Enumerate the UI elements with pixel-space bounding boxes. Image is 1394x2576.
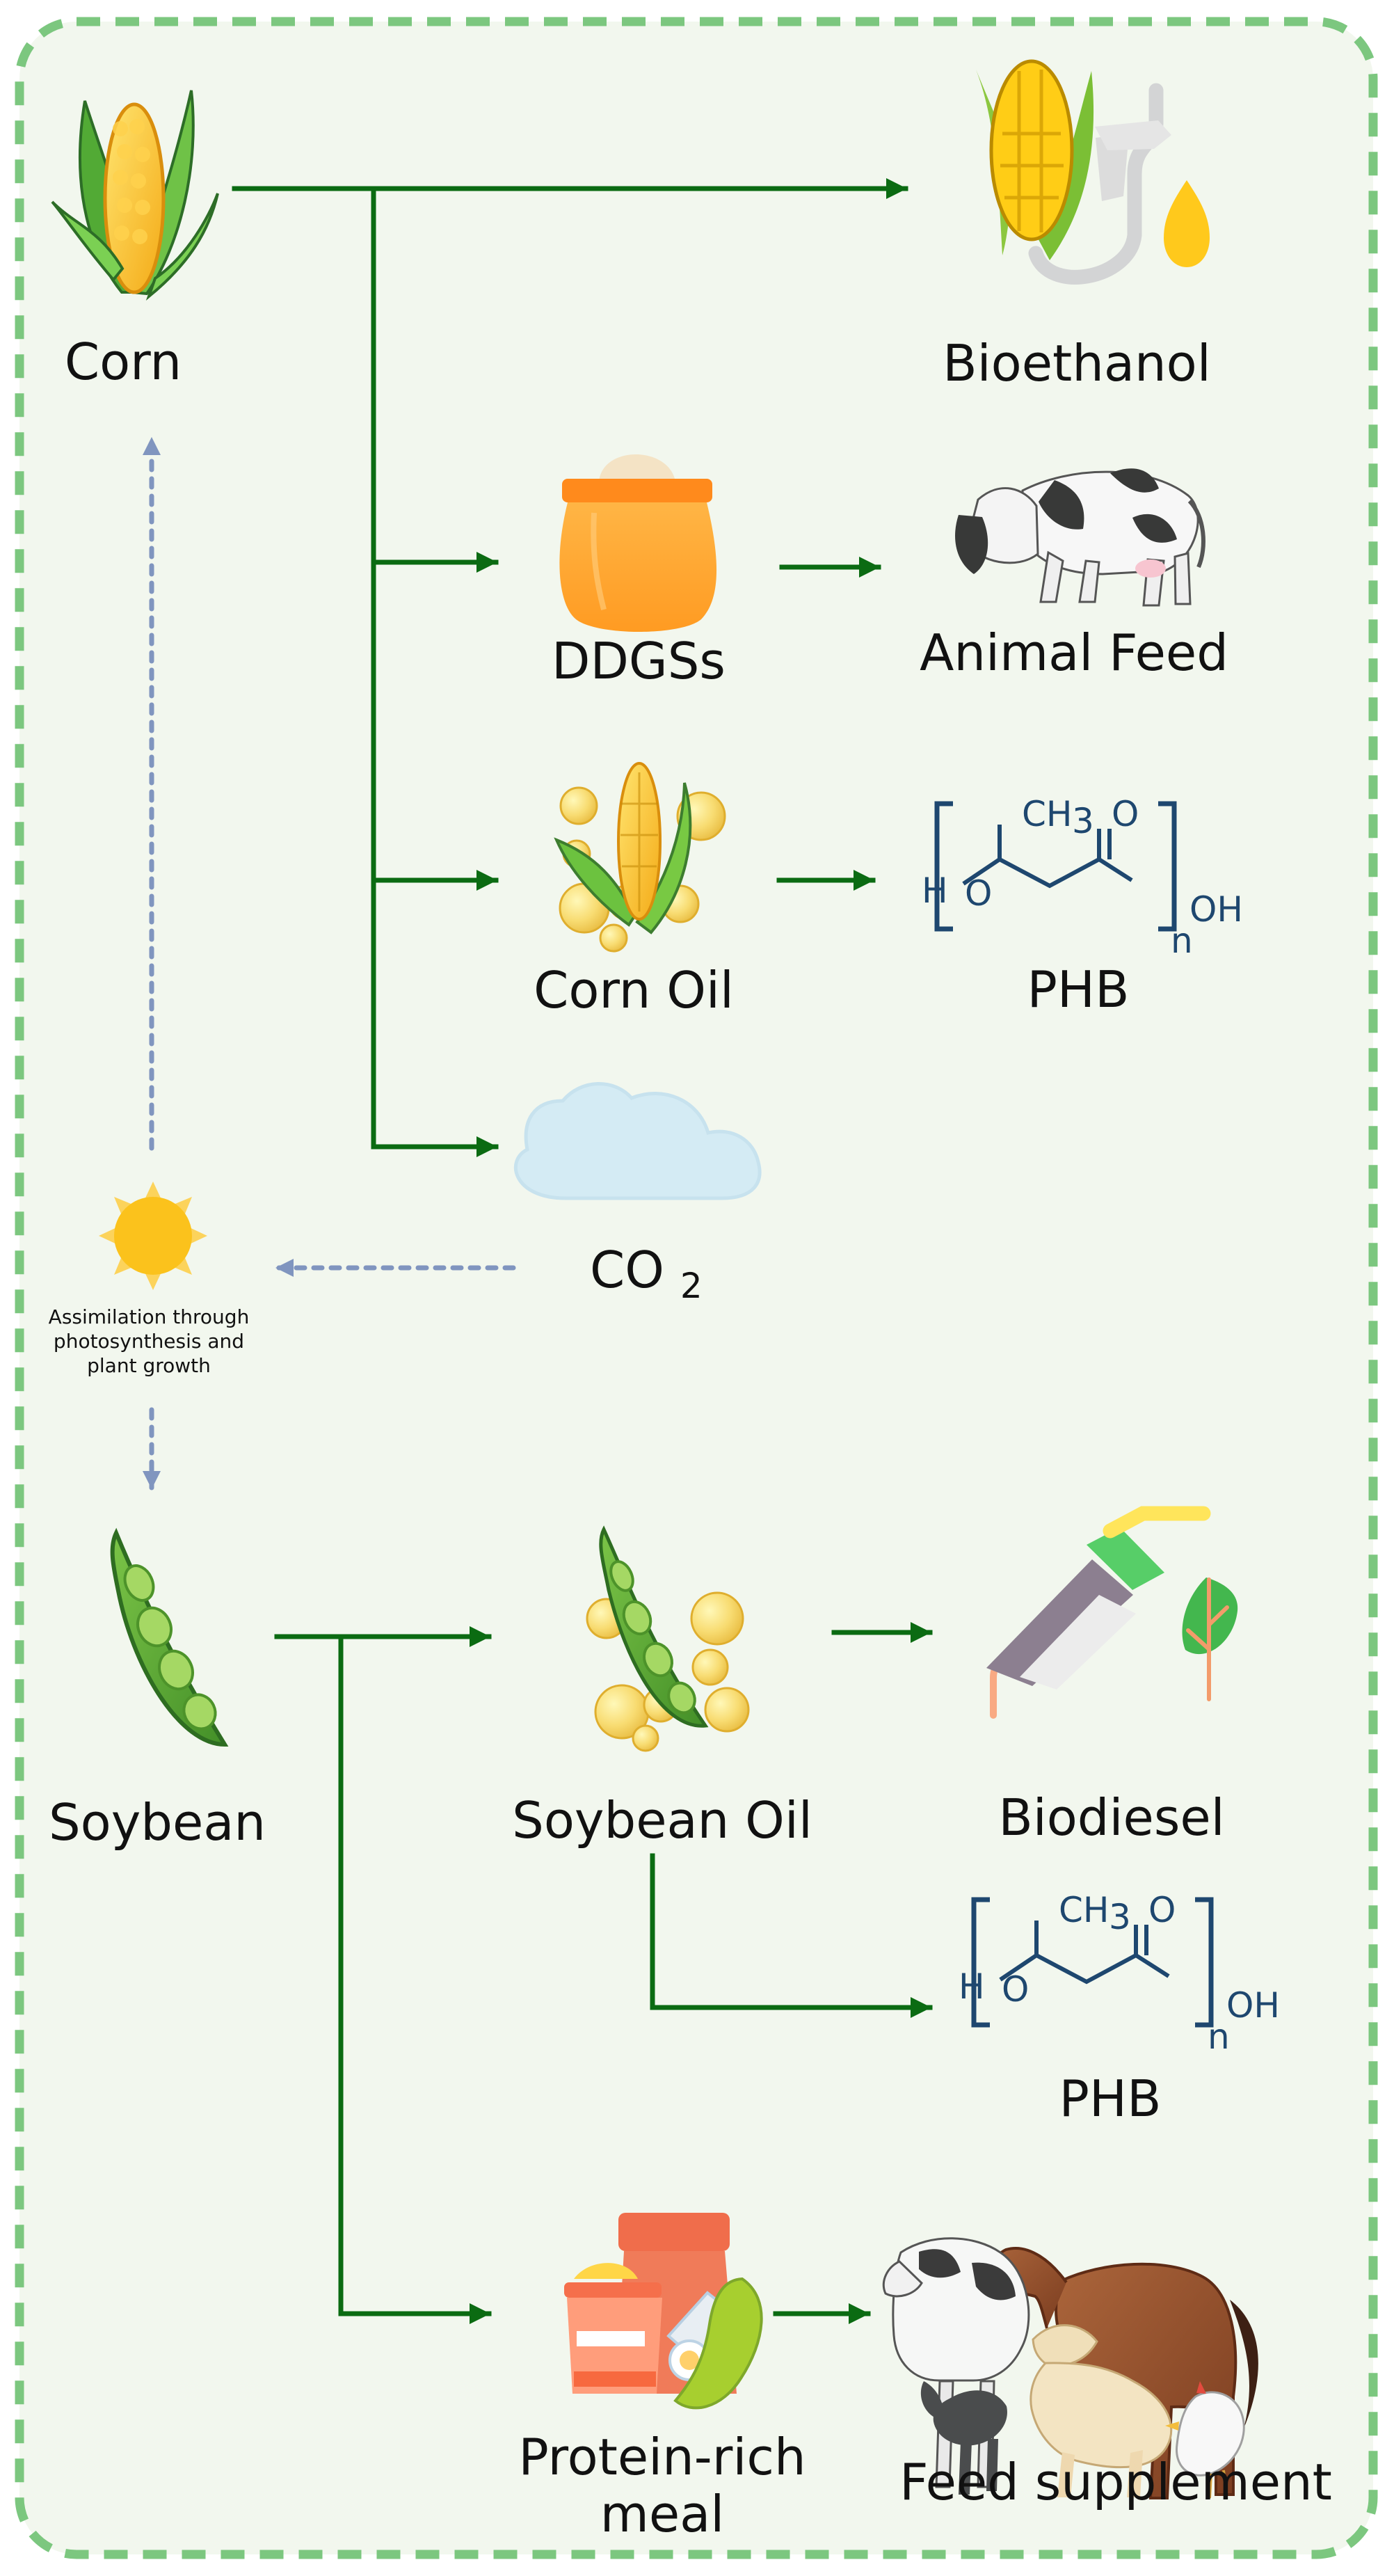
biodiesel-label: Biodiesel: [998, 1788, 1224, 1847]
phb-polymer-structure-icon: H O CH 3 O n OH: [959, 1890, 1280, 2057]
corn-oil-label: Corn Oil: [534, 961, 734, 1019]
soybean-oil-droplets-icon: [586, 1525, 750, 1752]
phb-bottom-h-label: H: [959, 1966, 985, 2007]
phb-bottom-carbonyl-o-label: O: [1148, 1890, 1176, 1930]
corn-icon: [51, 90, 219, 301]
biodiesel-pump-leaf-icon: [986, 1506, 1238, 1719]
phb-bottom-ch-label: CH: [1059, 1890, 1109, 1930]
cloud-icon: [514, 1082, 762, 1200]
feed-supplement-label: Feed supplement: [899, 2453, 1332, 2511]
soybean-oil-label: Soybean Oil: [512, 1791, 812, 1850]
protein-meal-bag-icon: [564, 2213, 763, 2410]
phb-bottom-n-label: n: [1208, 2017, 1230, 2057]
sun-icon: [99, 1182, 207, 1290]
phb-top-ch-label: CH: [1022, 794, 1073, 834]
grain-sack-icon: [559, 454, 717, 632]
phb-top-subscript-three: 3: [1072, 801, 1094, 841]
phb-bottom-o-label: O: [1002, 1969, 1029, 2010]
phb-top-oh-label: OH: [1189, 889, 1243, 930]
protein-rich-meal-label-line-1: Protein-rich: [518, 2428, 806, 2486]
assimilation-caption-line-3: plant growth: [87, 1354, 211, 1377]
ddgss-label: DDGSs: [552, 632, 726, 690]
soybean-oil-to-phb-arrow: [650, 1853, 933, 2018]
co2-label: CO 2: [590, 1241, 703, 1306]
phb-polymer-structure-icon: H O CH 3 O n OH: [922, 794, 1243, 961]
corn-label: Corn: [65, 333, 182, 391]
corn-fuel-pump-icon: [976, 59, 1210, 285]
phb-top-n-label: n: [1171, 921, 1193, 961]
bioethanol-label: Bioethanol: [943, 334, 1210, 392]
soybean-label: Soybean: [49, 1793, 266, 1852]
green-flow-arrows: [232, 178, 933, 2324]
phb-top-h-label: H: [922, 870, 948, 911]
phb-top-o-label: O: [965, 873, 992, 914]
blue-cycle-arrows: [143, 436, 516, 1490]
phb-bottom-oh-label: OH: [1226, 1985, 1280, 2026]
protein-rich-meal-label-line-2: meal: [600, 2485, 725, 2543]
cow-icon: [955, 468, 1205, 607]
phb-top-carbonyl-o-label: O: [1112, 794, 1139, 834]
phb-bottom-subscript-three: 3: [1109, 1897, 1131, 1937]
phb-top-label: PHB: [1027, 960, 1130, 1019]
co2-subscript-label: 2: [680, 1266, 703, 1306]
assimilation-caption-line-1: Assimilation through: [49, 1305, 250, 1328]
assimilation-caption-line-2: photosynthesis and: [54, 1330, 244, 1353]
soybean-pod-icon: [110, 1527, 229, 1747]
co2-prefix-label: CO: [590, 1241, 664, 1299]
farm-animals-icon: [882, 2237, 1258, 2499]
phb-bottom-label: PHB: [1059, 2069, 1162, 2128]
corn-oil-droplets-icon: [554, 762, 726, 953]
animal-feed-label: Animal Feed: [920, 623, 1228, 682]
